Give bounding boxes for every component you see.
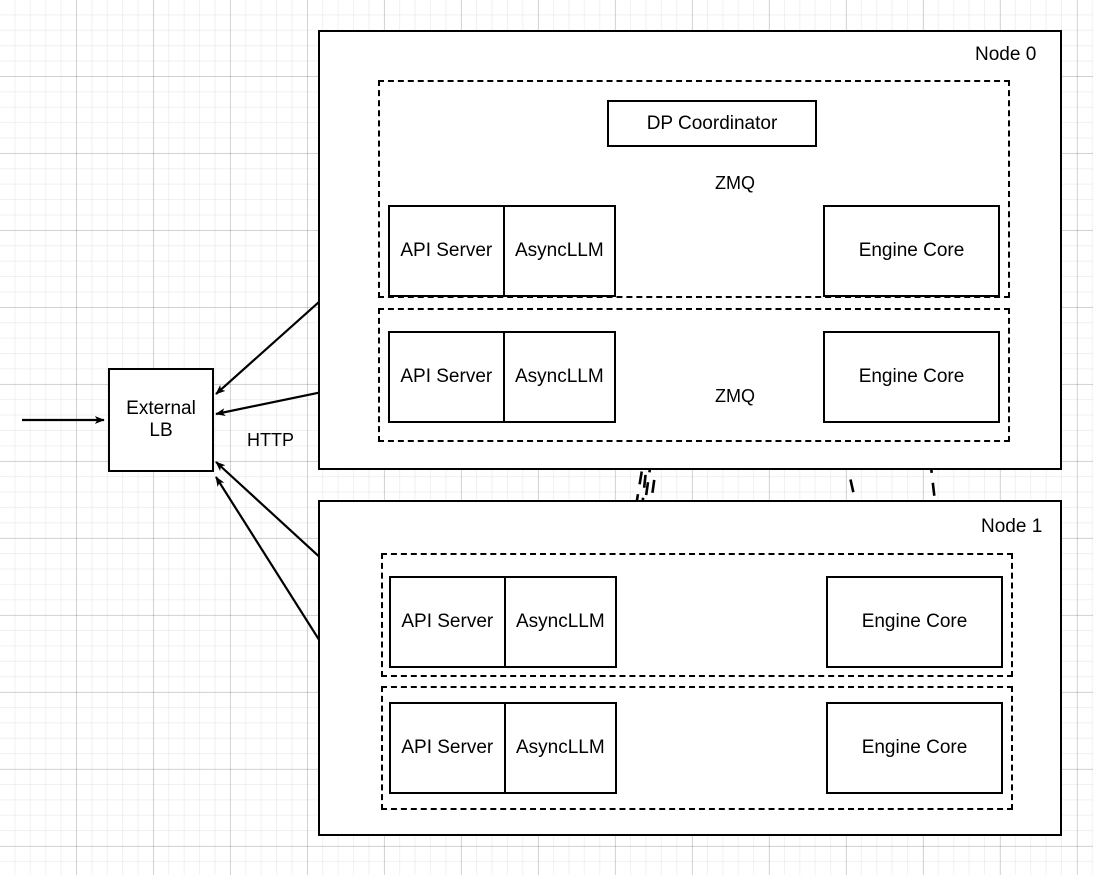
external-lb-box[interactable]: External LB	[108, 368, 214, 472]
asyncllm-label-n1r0: AsyncLLM	[515, 611, 605, 632]
api-server-label-n0r0: API Server	[390, 207, 505, 295]
http-label: HTTP	[247, 430, 294, 450]
engine-core-n1r0[interactable]: Engine Core	[826, 576, 1003, 668]
api-server-label-n1r0: API Server	[391, 578, 506, 666]
dp-rank-group-n0r0	[378, 80, 1010, 298]
server-unit-n0r1[interactable]: API Server AsyncLLM	[388, 331, 616, 423]
node-label-1: Node 1	[981, 516, 1043, 537]
node-label-0: Node 0	[975, 44, 1037, 65]
asyncllm-label-n0r0: AsyncLLM	[514, 240, 604, 261]
asyncllm-label-n0r1: AsyncLLM	[514, 366, 604, 387]
dp-rank-group-n0r1	[378, 308, 1010, 442]
api-server-label-n1r1: API Server	[391, 704, 506, 792]
server-unit-n1r0[interactable]: API Server AsyncLLM	[389, 576, 617, 668]
server-unit-n0r0[interactable]: API Server AsyncLLM	[388, 205, 616, 297]
engine-core-n1r1[interactable]: Engine Core	[826, 702, 1003, 794]
engine-core-n0r1[interactable]: Engine Core	[823, 331, 1000, 423]
api-server-label-n0r1: API Server	[390, 333, 505, 421]
zmq-label-coordinator: ZMQ	[712, 173, 758, 194]
dp-coordinator-box[interactable]: DP Coordinator	[607, 100, 817, 147]
engine-core-n0r0[interactable]: Engine Core	[823, 205, 1000, 297]
dp-rank-group-n1r1	[381, 686, 1013, 810]
external-lb-line1: External	[126, 398, 196, 419]
zmq-label-n0r1: ZMQ	[712, 386, 758, 407]
dp-rank-group-n1r0	[381, 553, 1013, 677]
server-unit-n1r1[interactable]: API Server AsyncLLM	[389, 702, 617, 794]
external-lb-line2: LB	[149, 420, 173, 441]
asyncllm-label-n1r1: AsyncLLM	[515, 737, 605, 758]
